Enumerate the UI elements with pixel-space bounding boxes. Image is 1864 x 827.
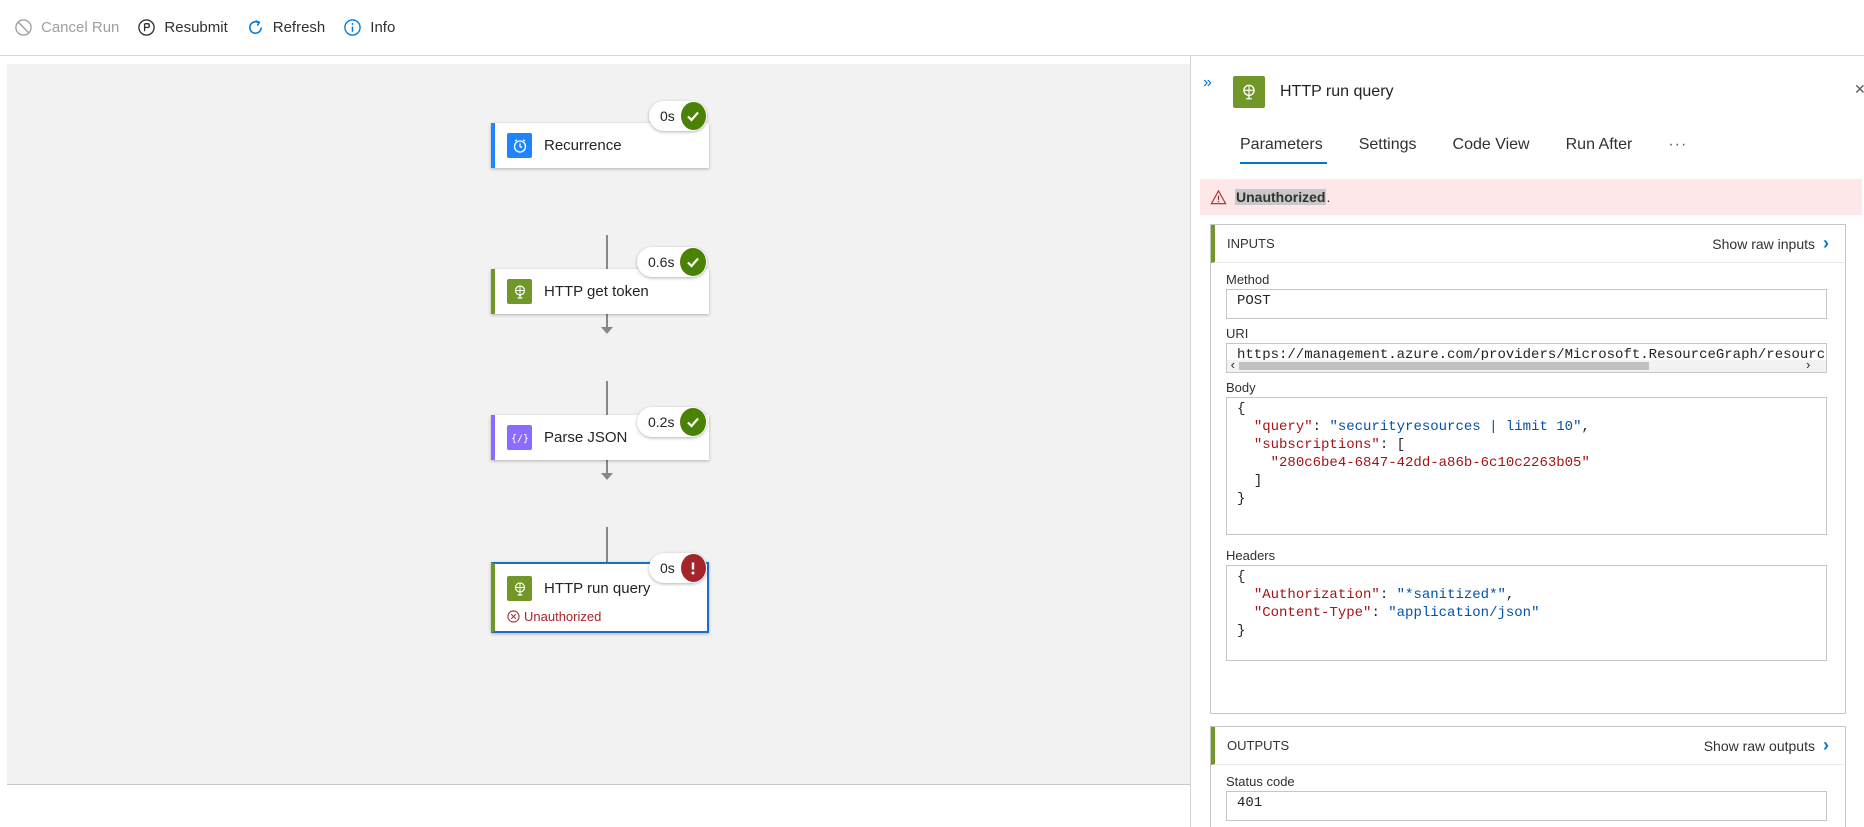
success-check-icon bbox=[680, 408, 706, 436]
duration-text: 0.2s bbox=[648, 414, 675, 430]
node-error: Unauthorized bbox=[507, 609, 601, 624]
duration-badge: 0.6s bbox=[637, 247, 707, 277]
duration-badge: 0.2s bbox=[637, 407, 707, 437]
scroll-left-icon[interactable]: ‹ bbox=[1229, 358, 1237, 373]
resubmit-label: Resubmit bbox=[164, 19, 228, 36]
tab-parameters[interactable]: Parameters bbox=[1240, 136, 1327, 164]
close-panel-icon[interactable]: ✕ bbox=[1854, 81, 1864, 98]
show-raw-outputs-link[interactable]: Show raw outputs › bbox=[1704, 735, 1829, 756]
duration-text: 0s bbox=[660, 108, 675, 124]
inputs-section: INPUTS Show raw inputs › Method POST URI… bbox=[1210, 224, 1846, 714]
panel-tabs: Parameters Settings Code View Run After … bbox=[1240, 136, 1687, 164]
uri-value: https://management.azure.com/providers/M… bbox=[1237, 347, 1826, 363]
refresh-icon bbox=[248, 20, 262, 34]
recurrence-icon bbox=[507, 133, 532, 158]
error-circle-icon bbox=[507, 610, 520, 623]
cancel-icon bbox=[15, 19, 32, 36]
outputs-heading: OUTPUTS bbox=[1227, 738, 1290, 753]
details-panel: » HTTP run query ✕ Parameters Settings C… bbox=[1190, 56, 1864, 827]
warning-icon bbox=[1210, 189, 1227, 204]
collapse-panel-icon[interactable]: » bbox=[1203, 74, 1212, 91]
info-icon bbox=[344, 19, 362, 36]
scroll-right-icon[interactable]: › bbox=[1804, 358, 1812, 373]
error-suffix: . bbox=[1326, 189, 1331, 205]
error-message: Unauthorized bbox=[1235, 189, 1327, 205]
connector-arrow bbox=[601, 473, 613, 480]
headers-label: Headers bbox=[1226, 548, 1276, 563]
more-tabs-button[interactable]: ··· bbox=[1668, 136, 1688, 153]
json-value: "securityresources | limit 10" bbox=[1329, 419, 1582, 435]
body-label: Body bbox=[1226, 380, 1256, 395]
status-code-value: 401 bbox=[1237, 795, 1263, 811]
inputs-heading: INPUTS bbox=[1227, 236, 1275, 251]
json-value: "application/json" bbox=[1388, 605, 1540, 621]
tab-settings[interactable]: Settings bbox=[1358, 136, 1417, 153]
error-exclamation-icon bbox=[680, 554, 706, 582]
node-header: HTTP run query bbox=[507, 576, 650, 601]
json-key: "Authorization" bbox=[1253, 587, 1380, 603]
duration-badge: 0s bbox=[649, 101, 707, 131]
connector-arrow bbox=[601, 327, 613, 334]
headers-json: { "Authorization": "*sanitized*", "Conte… bbox=[1237, 569, 1540, 639]
info-label: Info bbox=[370, 19, 396, 36]
refresh-button[interactable]: Refresh bbox=[246, 18, 326, 37]
inputs-header: INPUTS Show raw inputs › bbox=[1211, 225, 1845, 263]
error-banner: Unauthorized. bbox=[1200, 179, 1862, 215]
body-field[interactable]: { "query": "securityresources | limit 10… bbox=[1226, 397, 1827, 535]
http-icon bbox=[507, 279, 532, 304]
node-label: HTTP get token bbox=[544, 283, 649, 300]
toolbar: Cancel Run Resubmit Refresh Info bbox=[0, 0, 1864, 56]
info-button[interactable]: Info bbox=[343, 18, 395, 37]
cancel-run-label: Cancel Run bbox=[41, 19, 120, 36]
body-json: { "query": "securityresources | limit 10… bbox=[1237, 401, 1590, 507]
cancel-run-button[interactable]: Cancel Run bbox=[14, 18, 119, 37]
show-raw-outputs-label: Show raw outputs bbox=[1703, 737, 1815, 754]
json-key: "subscriptions" bbox=[1253, 437, 1380, 453]
http-icon bbox=[1233, 76, 1265, 108]
method-field[interactable]: POST bbox=[1226, 289, 1827, 319]
duration-text: 0.6s bbox=[648, 254, 675, 270]
show-raw-inputs-link[interactable]: Show raw inputs › bbox=[1712, 233, 1829, 254]
uri-field[interactable]: https://management.azure.com/providers/M… bbox=[1226, 343, 1827, 373]
error-message-wrap: Unauthorized. bbox=[1235, 189, 1330, 205]
status-code-field[interactable]: 401 bbox=[1226, 791, 1827, 821]
chevron-right-icon: › bbox=[1823, 233, 1829, 253]
canvas-footer bbox=[7, 784, 1190, 827]
duration-badge: 0s bbox=[649, 553, 707, 583]
scroll-thumb[interactable] bbox=[1239, 362, 1649, 370]
status-code-label: Status code bbox=[1226, 774, 1295, 789]
resubmit-icon bbox=[138, 19, 156, 36]
method-value: POST bbox=[1237, 293, 1271, 309]
success-check-icon bbox=[680, 248, 706, 276]
http-icon bbox=[507, 576, 532, 601]
chevron-right-icon: › bbox=[1823, 735, 1829, 755]
outputs-section: OUTPUTS Show raw outputs › Status code 4… bbox=[1210, 726, 1846, 827]
uri-label: URI bbox=[1226, 326, 1249, 341]
panel-title: HTTP run query bbox=[1280, 83, 1394, 100]
svg-text:{/}: {/} bbox=[512, 433, 528, 444]
node-label: Recurrence bbox=[544, 137, 622, 154]
tab-code-view[interactable]: Code View bbox=[1452, 136, 1530, 153]
resubmit-button[interactable]: Resubmit bbox=[137, 18, 228, 37]
json-key: "Content-Type" bbox=[1253, 605, 1372, 621]
parse-json-icon: {/} bbox=[507, 425, 532, 450]
json-value: "280c6be4-6847-42dd-a86b-6c10c2263b05" bbox=[1270, 455, 1590, 471]
json-key: "query" bbox=[1253, 419, 1313, 435]
outputs-header: OUTPUTS Show raw outputs › bbox=[1211, 727, 1845, 765]
refresh-label: Refresh bbox=[272, 19, 326, 36]
uri-scrollbar[interactable]: ‹ › bbox=[1227, 358, 1826, 373]
duration-text: 0s bbox=[660, 560, 675, 576]
node-label: HTTP run query bbox=[544, 580, 651, 597]
show-raw-inputs-label: Show raw inputs bbox=[1712, 235, 1815, 252]
headers-field[interactable]: { "Authorization": "*sanitized*", "Conte… bbox=[1226, 565, 1827, 661]
success-check-icon bbox=[680, 102, 706, 130]
node-error-text: Unauthorized bbox=[524, 609, 602, 624]
canvas-gap bbox=[0, 56, 1190, 64]
json-value: "*sanitized*" bbox=[1396, 587, 1506, 603]
node-label: Parse JSON bbox=[544, 429, 628, 446]
method-label: Method bbox=[1226, 272, 1270, 287]
tab-run-after[interactable]: Run After bbox=[1565, 136, 1633, 153]
